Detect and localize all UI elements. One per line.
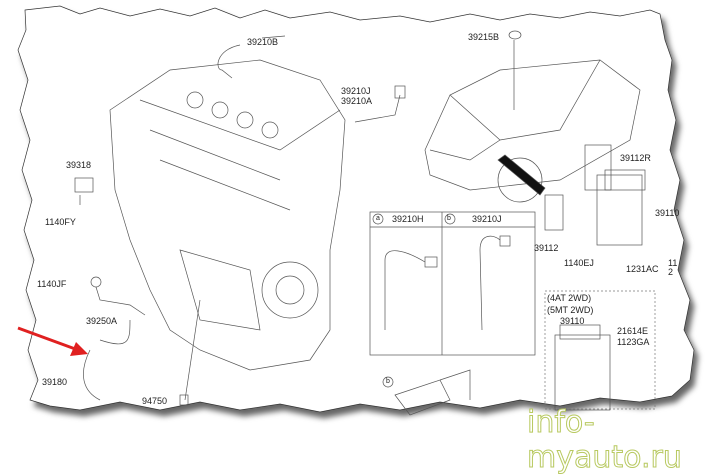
part-label: 39112R xyxy=(620,153,651,163)
part-label: 1231AC xyxy=(626,264,659,274)
watermark: info-myauto.ru xyxy=(527,405,683,475)
bottom-component-drawing xyxy=(382,369,471,416)
variant-fastener-2: 1123GA xyxy=(617,337,650,347)
part-label: 1140JF xyxy=(37,279,67,289)
engine-drawing xyxy=(74,35,406,406)
part-label: 2 xyxy=(668,267,674,277)
variant-fastener-1: 21614E xyxy=(617,326,649,336)
part-label: 39250A xyxy=(86,316,118,326)
callout-b: b xyxy=(386,378,390,385)
part-label: 39215B xyxy=(468,32,500,42)
detail-box-frame xyxy=(369,211,536,356)
part-label: 39110 xyxy=(655,208,680,218)
parts-diagram xyxy=(17,5,695,416)
part-label: 94750 xyxy=(142,396,168,406)
torn-paper-background xyxy=(17,5,695,413)
part-label: 39112 xyxy=(534,243,559,253)
marker-a: a xyxy=(376,215,380,222)
detail-part-b: 39210J xyxy=(472,214,502,224)
variant-box-frame xyxy=(544,290,656,410)
part-label: 39180 xyxy=(42,377,68,387)
part-label: 39318 xyxy=(66,160,92,170)
part-label: 1140FY xyxy=(45,217,76,227)
variant-line-2: (5MT 2WD) xyxy=(547,305,594,315)
part-label: 39210A xyxy=(341,96,373,106)
part-label: 39210J xyxy=(341,86,371,96)
part-label: 11 xyxy=(668,258,678,268)
detail-part-a: 39210H xyxy=(392,214,424,224)
variant-part: 39110 xyxy=(560,316,585,326)
red-arrow xyxy=(17,326,88,356)
part-label: 39210B xyxy=(247,37,279,47)
marker-b: b xyxy=(447,215,451,222)
part-label: 1140EJ xyxy=(564,258,594,268)
car-drawing xyxy=(424,30,646,411)
variant-line-1: (4AT 2WD) xyxy=(547,293,592,303)
